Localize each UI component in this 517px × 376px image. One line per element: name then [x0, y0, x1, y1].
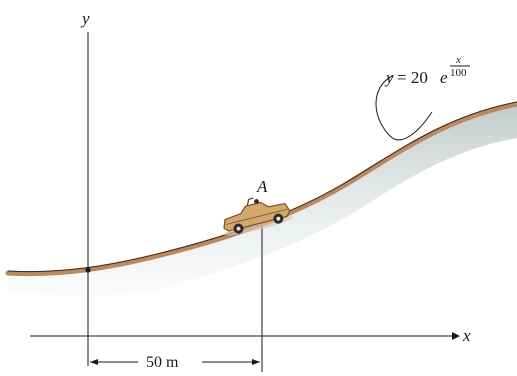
equation-base: e — [440, 68, 448, 87]
car-trim-line — [226, 208, 288, 225]
car-hubcap-rear — [236, 226, 241, 231]
curve-y-intercept-dot — [85, 267, 91, 273]
dimension-arrowhead-left — [90, 359, 98, 365]
x-axis-label: x — [462, 326, 471, 345]
dimension-label: 50 m — [146, 354, 179, 371]
exponent-denominator: 100 — [450, 67, 467, 79]
car-driver — [254, 199, 259, 204]
x-axis-arrowhead — [452, 332, 460, 340]
car — [223, 197, 294, 236]
exponent-numerator: x — [455, 54, 461, 66]
equation-lhs: y — [384, 68, 394, 87]
curve-equation: y = 20 e x 100 — [384, 54, 470, 87]
hill-shading — [8, 104, 517, 297]
car-hubcap-front — [276, 216, 281, 221]
dimension-arrowhead-right — [252, 359, 260, 365]
equation-leader-line — [375, 75, 433, 141]
car-windshield — [246, 197, 254, 206]
y-axis-label: y — [80, 9, 90, 28]
point-a-label: A — [256, 177, 268, 196]
equation-coefficient: = 20 — [397, 68, 428, 87]
